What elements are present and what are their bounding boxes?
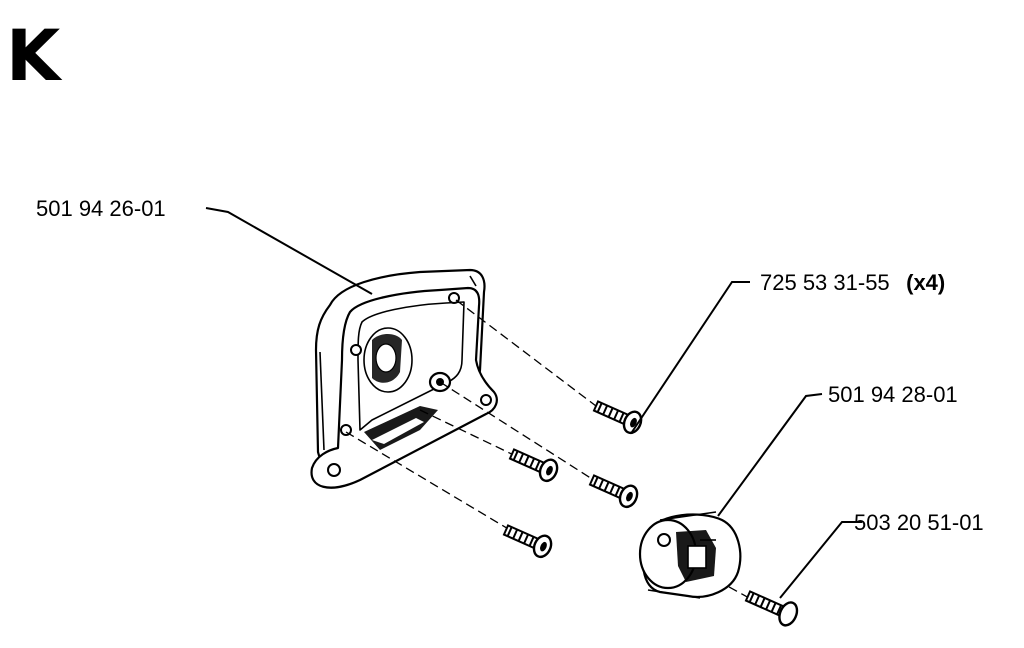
bolt-icon [744,590,799,627]
part-number-bolt: 503 20 51-01 [854,510,984,535]
leader-screws [631,281,750,433]
leader-clamp [717,393,823,517]
screw-icon [592,400,643,435]
section-letter: K [6,15,63,97]
leader-muffler [205,207,373,295]
part-number-screws: 725 53 31-55 [760,270,890,295]
screw-icon [588,474,639,509]
leader-bolt [779,521,862,599]
screw-icon [508,448,559,483]
part-number-muffler: 501 94 26-01 [36,196,166,221]
muffler-housing-icon [310,268,498,489]
screw-icon [502,524,553,559]
part-number-clamp: 501 94 28-01 [828,382,958,407]
clamp-block-icon [638,511,742,599]
leader-lines [205,207,862,599]
screws-label-group: 725 53 31-55 (x4) [760,270,945,295]
screws-quantity: (x4) [906,270,945,295]
